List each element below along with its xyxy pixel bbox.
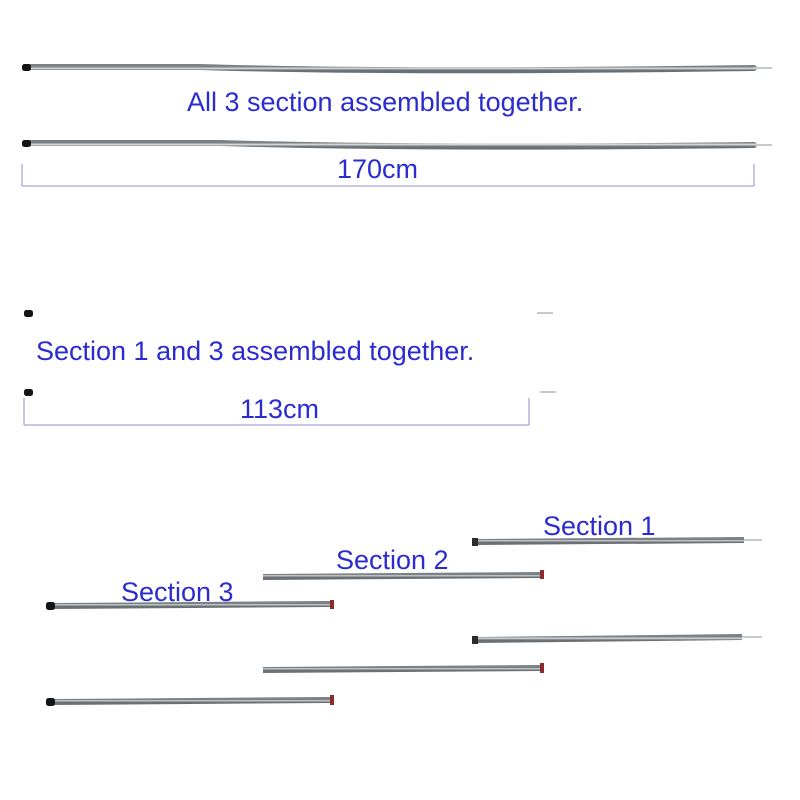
section-3-label: Section 3 xyxy=(121,577,234,607)
full-pole-top xyxy=(22,64,772,74)
aluminium-pole-icon xyxy=(475,634,743,643)
partial-assembly-caption: Section 1 and 3 assembled together. xyxy=(36,336,475,366)
section-3-pole-lower xyxy=(46,695,334,706)
black-end-cap-icon xyxy=(22,140,31,147)
partial-pole-top xyxy=(24,310,553,317)
partial-length-label: 113cm xyxy=(240,394,320,424)
aluminium-pole-icon xyxy=(262,665,541,673)
full-pole-bottom xyxy=(22,140,772,150)
black-end-cap-icon xyxy=(46,602,55,610)
full-length-label: 170cm xyxy=(337,154,419,184)
aluminium-pole-icon xyxy=(23,64,757,74)
aluminium-pole-icon xyxy=(49,697,331,705)
section-2-pole-lower xyxy=(262,663,544,673)
section-1-pole-upper xyxy=(472,537,762,546)
section-2-pole-upper xyxy=(262,570,544,580)
partial-pole-bottom xyxy=(24,389,556,396)
aluminium-pole-icon xyxy=(49,601,331,609)
black-end-cap-icon xyxy=(472,636,478,644)
full-assembly-caption: All 3 section assembled together. xyxy=(187,87,584,117)
black-end-cap-icon xyxy=(46,698,55,706)
section-2-label: Section 2 xyxy=(336,545,449,575)
section-3-pole-upper xyxy=(46,600,334,610)
aluminium-pole-icon xyxy=(475,537,745,545)
dimension-line-170cm xyxy=(21,164,755,187)
section-1-label: Section 1 xyxy=(543,511,656,541)
black-end-cap-icon xyxy=(24,310,33,317)
aluminium-pole-icon xyxy=(262,572,541,580)
black-end-cap-icon xyxy=(472,538,478,546)
dimension-line-113cm xyxy=(23,398,530,426)
black-end-cap-icon xyxy=(22,64,31,71)
black-end-cap-icon xyxy=(24,389,33,396)
aluminium-pole-icon xyxy=(23,140,757,150)
section-1-pole-lower xyxy=(472,634,762,644)
